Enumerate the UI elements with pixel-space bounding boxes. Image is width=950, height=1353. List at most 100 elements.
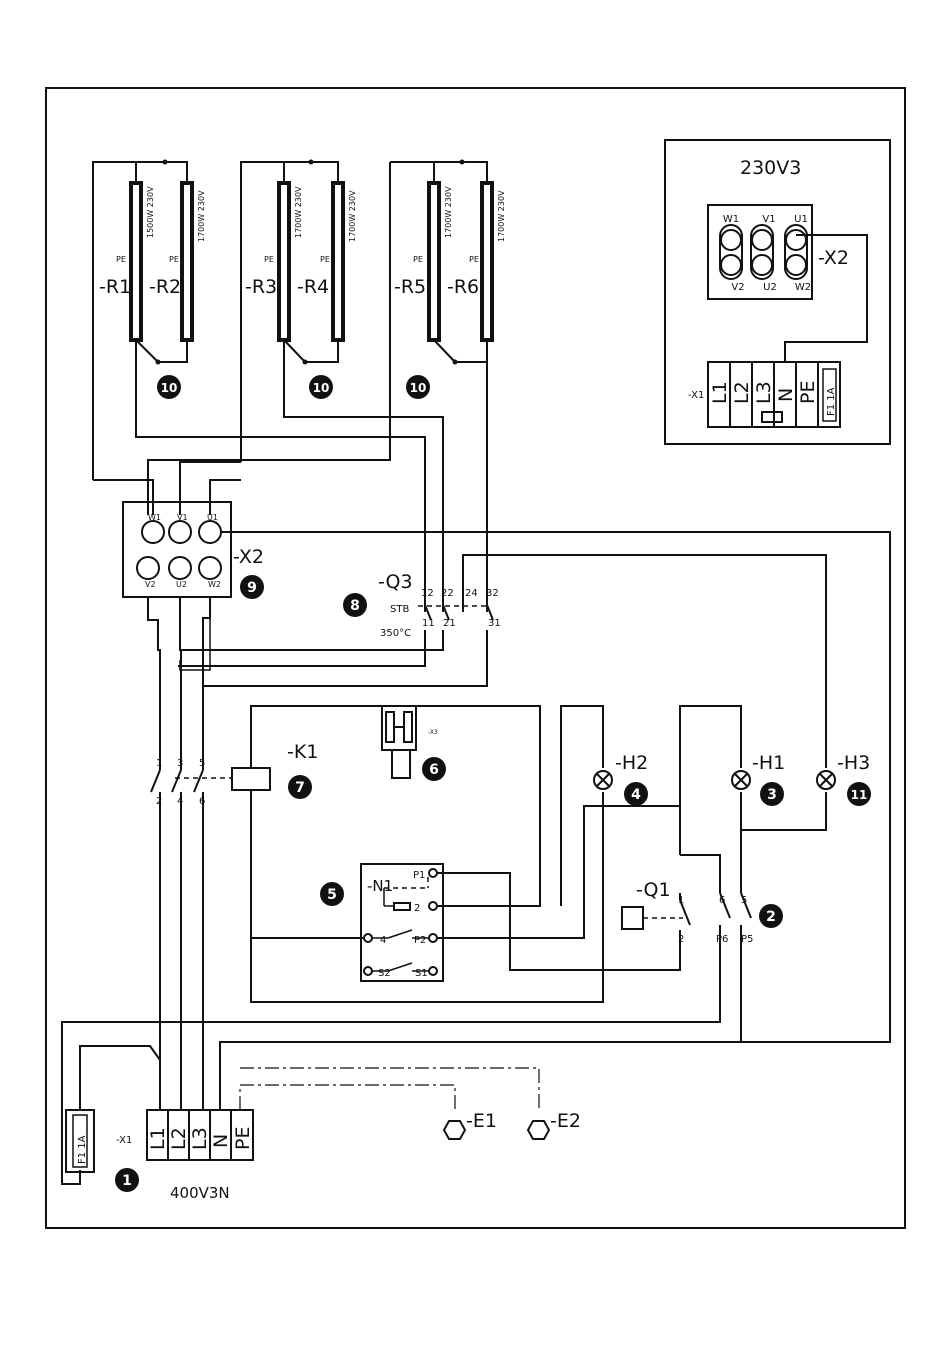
n1-box <box>360 863 444 982</box>
inset-x2-label: -X2 <box>818 247 849 269</box>
supply-strip-l3: L3 <box>189 1127 211 1150</box>
callout-6: 6 <box>422 757 446 781</box>
sw2-pin-5: 5 <box>741 895 747 906</box>
heater-r4-ref: -R4 <box>297 276 329 298</box>
callout-10-a: 10 <box>157 375 181 399</box>
supply-strip-n: N <box>210 1134 232 1148</box>
supply-strip <box>146 1109 254 1161</box>
lamp-h3: -H3 <box>816 752 870 790</box>
svg-text:8: 8 <box>350 598 360 614</box>
heater-group: 1500W 230V 1700W 230V 1700W 230V 1700W 2… <box>92 159 506 612</box>
k1-pin-2: 2 <box>156 796 162 807</box>
q3-temp: 350°C <box>380 628 411 639</box>
q3-pin-12: 12 <box>421 588 434 599</box>
main-x2-terminal: W1 V1 U1 V2 U2 W2 -X2 <box>93 162 391 598</box>
x2-pin-u1: U1 <box>207 513 218 522</box>
n1-pin-s2: S2 <box>378 968 391 979</box>
x2-pin-v2: V2 <box>145 580 156 589</box>
lamp-h2: -H2 <box>593 752 648 790</box>
inset-strip-l2: L2 <box>731 381 753 404</box>
heater-r1-pe: PE <box>116 255 126 264</box>
inset-terminal-block <box>707 204 813 300</box>
heater-r4-pe: PE <box>320 255 330 264</box>
supply-strip-l2: L2 <box>168 1127 190 1150</box>
inset-title: 230V3 <box>740 157 801 179</box>
earth-e1: -E1 <box>442 1110 497 1140</box>
callout-7: 7 <box>288 775 312 799</box>
callout-8: 8 <box>343 593 367 617</box>
n1-pin-s1: S1 <box>415 968 428 979</box>
q1-pin-2: 2 <box>678 934 684 945</box>
svg-text:7: 7 <box>295 780 305 796</box>
supply-fuse-label: F1 1A <box>77 1135 88 1164</box>
svg-text:3: 3 <box>767 787 777 803</box>
heater-r6-pe: PE <box>469 255 479 264</box>
x2-pin-u2: U2 <box>176 580 187 589</box>
svg-text:2: 2 <box>766 909 776 925</box>
heater-r2-ref: -R2 <box>149 276 181 298</box>
svg-text:10: 10 <box>410 381 427 395</box>
n1-pin-p2: P2 <box>414 935 426 946</box>
heater-r5-element <box>427 181 441 342</box>
n1-pin-4: 4 <box>380 935 386 946</box>
svg-text:11: 11 <box>851 788 868 802</box>
svg-text:9: 9 <box>247 580 257 596</box>
n1-pin-2: 2 <box>414 903 420 914</box>
q3-pin-31: 31 <box>488 618 501 629</box>
heater-r4-rating: 1700W 230V <box>348 190 357 242</box>
heater-r3-pe: PE <box>264 255 274 264</box>
inset-strip-l1: L1 <box>709 381 731 404</box>
heater-r5-pe: PE <box>413 255 423 264</box>
callout-1: 1 <box>115 1168 139 1192</box>
k1-pin-5: 5 <box>199 758 205 769</box>
supply-fuse-box <box>65 1109 95 1173</box>
k1-pin-3: 3 <box>177 758 183 769</box>
heater-r3-ref: -R3 <box>245 276 277 298</box>
x2-pin-v1: V1 <box>177 513 188 522</box>
heater-r3-rating: 1700W 230V <box>294 186 303 238</box>
callout-10-b: 10 <box>309 375 333 399</box>
h3-label: -H3 <box>837 752 870 774</box>
e2-label: -E2 <box>550 1110 581 1132</box>
supply-voltage: 400V3N <box>170 1184 230 1202</box>
supply-terminal: F1 1A -X1 L1 L2 L3 N PE 400V3N <box>65 1109 254 1202</box>
lamp-h1: -H1 <box>731 752 785 790</box>
inset-pin-w1: W1 <box>723 214 739 225</box>
main-wiring <box>61 531 891 1185</box>
q1-label: -Q1 <box>636 879 671 901</box>
sw2-pin-p6: P6 <box>716 934 728 945</box>
inset-pin-u1: U1 <box>794 214 808 225</box>
q3-pin-11: 11 <box>422 618 435 629</box>
callout-11: 11 <box>847 782 871 806</box>
k1-pin-6: 6 <box>199 796 205 807</box>
callout-3: 3 <box>760 782 784 806</box>
inset-x1-label: -X1 <box>688 390 704 401</box>
svg-text:5: 5 <box>327 887 337 903</box>
h2-label: -H2 <box>615 752 648 774</box>
svg-text:6: 6 <box>429 762 439 778</box>
x2-pin-w2: W2 <box>208 580 221 589</box>
k1-pin-4: 4 <box>177 796 183 807</box>
heater-r3-element <box>277 181 291 342</box>
q3-pin-22: 22 <box>441 588 454 599</box>
sw2-pin-6: 6 <box>719 895 725 906</box>
q3-label: -Q3 <box>378 571 413 593</box>
q3-type: STB <box>390 604 409 615</box>
callout-9: 9 <box>240 575 264 599</box>
n1-pin-p1: P1 <box>413 870 425 881</box>
inset-pin-w2: W2 <box>795 282 811 293</box>
sw2-pin-p5: P5 <box>741 934 753 945</box>
inset-pin-u2: U2 <box>763 282 777 293</box>
q3-pin-21: 21 <box>443 618 456 629</box>
q3-pin-24: 24 <box>465 588 478 599</box>
svg-text:10: 10 <box>161 381 178 395</box>
inset-terminal-pins <box>719 224 808 280</box>
supply-strip-pe: PE <box>232 1127 254 1150</box>
inset-strip-n: N <box>775 388 797 402</box>
heater-r2-element <box>180 181 194 342</box>
inset-230v3: 230V3 W1 V1 U1 V2 U2 W2 -X2 -X1 L1 L2 L3… <box>664 139 891 445</box>
callout-10-c: 10 <box>406 375 430 399</box>
heater-r1-element <box>129 181 143 342</box>
inset-pin-v1: V1 <box>762 214 775 225</box>
